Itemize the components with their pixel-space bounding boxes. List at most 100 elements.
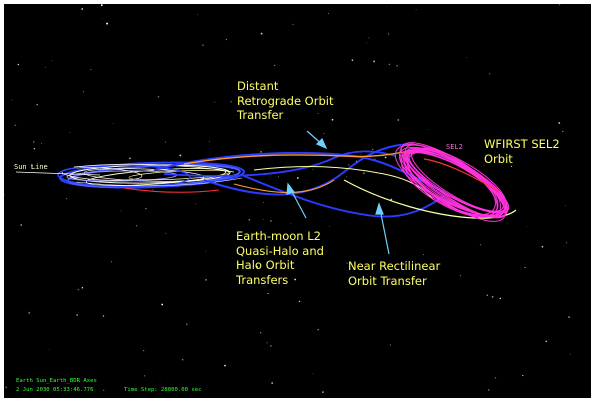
star bbox=[76, 314, 78, 316]
star bbox=[51, 60, 52, 61]
star bbox=[428, 129, 429, 130]
star bbox=[460, 275, 461, 276]
star bbox=[45, 67, 46, 68]
star bbox=[522, 375, 523, 376]
orbit-scene bbox=[4, 4, 591, 398]
wfirst-sel2-orbit-label: WFIRST SEL2 Orbit bbox=[484, 137, 560, 166]
star bbox=[15, 125, 16, 126]
nro-transfer-label: Near Rectilinear Orbit Transfer bbox=[348, 259, 440, 288]
star bbox=[348, 165, 349, 166]
epoch-readout: 2 Jun 2030 05:33:46.776 bbox=[16, 387, 93, 394]
star bbox=[322, 391, 323, 392]
star bbox=[416, 9, 417, 10]
star bbox=[165, 233, 166, 234]
star bbox=[101, 4, 103, 6]
star bbox=[283, 166, 284, 167]
star bbox=[487, 295, 488, 296]
star bbox=[179, 154, 181, 156]
star bbox=[33, 141, 34, 142]
star bbox=[106, 23, 108, 25]
star bbox=[317, 329, 319, 331]
3d-orbit-viewport[interactable]: Distant Retrograde Orbit Transfer WFIRST… bbox=[4, 4, 591, 398]
star bbox=[145, 208, 146, 209]
star bbox=[165, 142, 166, 143]
star bbox=[361, 154, 362, 155]
sel2-point-label: SEL2 bbox=[446, 143, 463, 151]
star bbox=[270, 345, 271, 346]
star bbox=[263, 202, 264, 203]
star bbox=[397, 119, 399, 121]
star bbox=[111, 261, 112, 262]
star bbox=[161, 304, 163, 306]
star bbox=[511, 166, 512, 167]
star bbox=[81, 8, 83, 10]
star bbox=[299, 301, 300, 302]
dro-transfer-label: Distant Retrograde Orbit Transfer bbox=[237, 79, 333, 123]
star bbox=[209, 141, 210, 142]
star bbox=[368, 37, 369, 38]
star bbox=[202, 44, 204, 46]
star bbox=[559, 4, 560, 5]
star bbox=[226, 39, 227, 40]
star bbox=[329, 226, 330, 227]
star bbox=[205, 279, 206, 280]
star bbox=[423, 254, 424, 255]
star bbox=[542, 246, 544, 248]
star bbox=[66, 198, 67, 199]
star bbox=[34, 148, 35, 149]
sun-line-label: Sun Line bbox=[14, 163, 48, 171]
star bbox=[372, 149, 373, 150]
star bbox=[103, 390, 104, 391]
star bbox=[28, 312, 30, 314]
star bbox=[568, 316, 570, 318]
star bbox=[261, 33, 263, 35]
star bbox=[78, 289, 80, 291]
star bbox=[5, 387, 6, 388]
star bbox=[489, 73, 490, 74]
star bbox=[390, 344, 391, 345]
star bbox=[293, 24, 294, 25]
star bbox=[158, 96, 160, 98]
star bbox=[136, 225, 137, 226]
star bbox=[113, 123, 114, 124]
star bbox=[186, 324, 187, 325]
star bbox=[83, 91, 84, 92]
star bbox=[525, 267, 526, 268]
star bbox=[260, 332, 261, 333]
star bbox=[271, 382, 273, 384]
star bbox=[12, 100, 13, 101]
star bbox=[129, 158, 131, 160]
star bbox=[346, 177, 347, 178]
star bbox=[297, 177, 299, 179]
star bbox=[527, 226, 528, 227]
star bbox=[152, 190, 153, 191]
star bbox=[70, 132, 71, 133]
star bbox=[102, 18, 103, 19]
star bbox=[249, 219, 251, 221]
star bbox=[366, 43, 367, 44]
star bbox=[386, 7, 387, 8]
star bbox=[500, 298, 501, 299]
star bbox=[385, 157, 387, 159]
starfield bbox=[4, 4, 571, 396]
star bbox=[214, 102, 215, 103]
star bbox=[82, 287, 83, 288]
star bbox=[144, 375, 145, 376]
star bbox=[90, 69, 91, 70]
star bbox=[121, 210, 122, 211]
star bbox=[570, 354, 571, 355]
star bbox=[41, 143, 42, 144]
star bbox=[231, 101, 232, 102]
star bbox=[324, 133, 325, 134]
star bbox=[291, 223, 292, 224]
star bbox=[488, 389, 490, 391]
star bbox=[18, 64, 20, 66]
star bbox=[388, 33, 389, 34]
earth-moon-l2-transfer-label: Earth-moon L2 Quasi-Halo and Halo Orbit … bbox=[236, 229, 324, 287]
star bbox=[389, 64, 391, 66]
star bbox=[565, 205, 566, 206]
star bbox=[268, 293, 269, 294]
star bbox=[103, 315, 104, 316]
star bbox=[545, 340, 547, 342]
star bbox=[37, 104, 38, 105]
